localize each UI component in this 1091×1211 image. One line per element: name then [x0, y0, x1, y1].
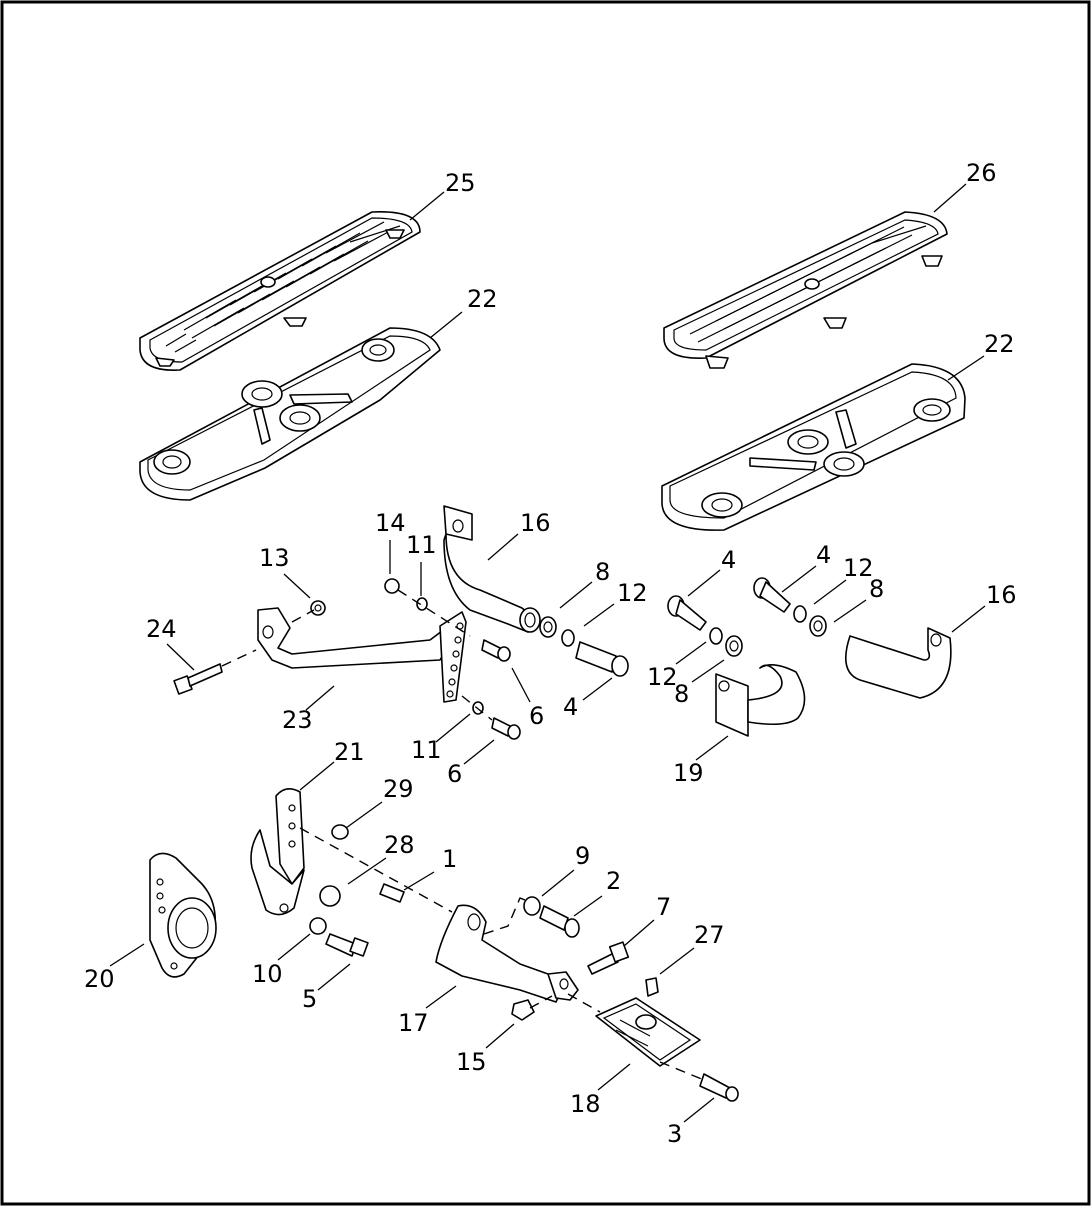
assembly-centerlines	[221, 589, 705, 1081]
callout-29: 29	[383, 775, 414, 803]
part-22-footboard-left	[139, 327, 441, 501]
part-26-footboard-pad-right	[663, 211, 948, 369]
callout-4-lower: 4	[563, 693, 578, 721]
part-19-bracket	[715, 664, 806, 737]
callout-10: 10	[252, 960, 283, 988]
callout-16-left: 16	[520, 509, 551, 537]
part-16-support-left	[443, 505, 541, 633]
part-21-mount-plate	[250, 788, 305, 916]
callout-15: 15	[456, 1048, 487, 1076]
callout-3: 3	[667, 1120, 682, 1148]
part-17-lever	[435, 904, 579, 1003]
callout-11-upper: 11	[406, 531, 437, 559]
callout-6-lower: 6	[447, 760, 462, 788]
callout-leaders	[109, 183, 986, 1123]
callout-9: 9	[575, 842, 590, 870]
callout-13: 13	[259, 544, 290, 572]
callout-8-upper-left: 8	[595, 558, 610, 586]
callout-8-lower: 8	[674, 680, 689, 708]
callout-27: 27	[694, 921, 725, 949]
callout-25: 25	[445, 169, 476, 197]
callout-23: 23	[282, 706, 313, 734]
callout-28: 28	[384, 831, 415, 859]
callout-16-right: 16	[986, 581, 1017, 609]
callout-12-lower: 12	[647, 663, 678, 691]
callout-22-left: 22	[467, 285, 498, 313]
callout-4-upper-mid: 4	[721, 546, 736, 574]
part-18-pad	[595, 997, 701, 1067]
callout-12-upper-right: 12	[843, 554, 874, 582]
part-25-footboard-pad-left	[139, 211, 421, 371]
callout-5: 5	[302, 985, 317, 1013]
part-23-lever-arm	[257, 607, 467, 703]
part-22-footboard-right	[661, 363, 966, 531]
callout-21: 21	[334, 738, 365, 766]
callout-18: 18	[570, 1090, 601, 1118]
callout-6-upper: 6	[529, 702, 544, 730]
callout-4-upper-right: 4	[816, 541, 831, 569]
callout-7: 7	[656, 893, 671, 921]
callout-12-upper-left: 12	[617, 579, 648, 607]
callout-20: 20	[84, 965, 115, 993]
callout-14: 14	[375, 509, 406, 537]
callout-17: 17	[398, 1009, 429, 1037]
callout-19: 19	[673, 759, 704, 787]
callout-labels: 25 22 26 22 14 11 16 13 24 8 12 4 4 12 8…	[84, 159, 1017, 1148]
callout-1: 1	[442, 845, 457, 873]
callout-11-lower: 11	[411, 736, 442, 764]
part-16-support-right	[844, 627, 952, 699]
hardware-fasteners	[173, 577, 827, 1102]
callout-8-upper-right: 8	[869, 575, 884, 603]
callout-22-right: 22	[984, 330, 1015, 358]
callout-2: 2	[606, 867, 621, 895]
callout-26: 26	[966, 159, 997, 187]
callout-24: 24	[146, 615, 177, 643]
part-20-flange	[149, 852, 217, 978]
